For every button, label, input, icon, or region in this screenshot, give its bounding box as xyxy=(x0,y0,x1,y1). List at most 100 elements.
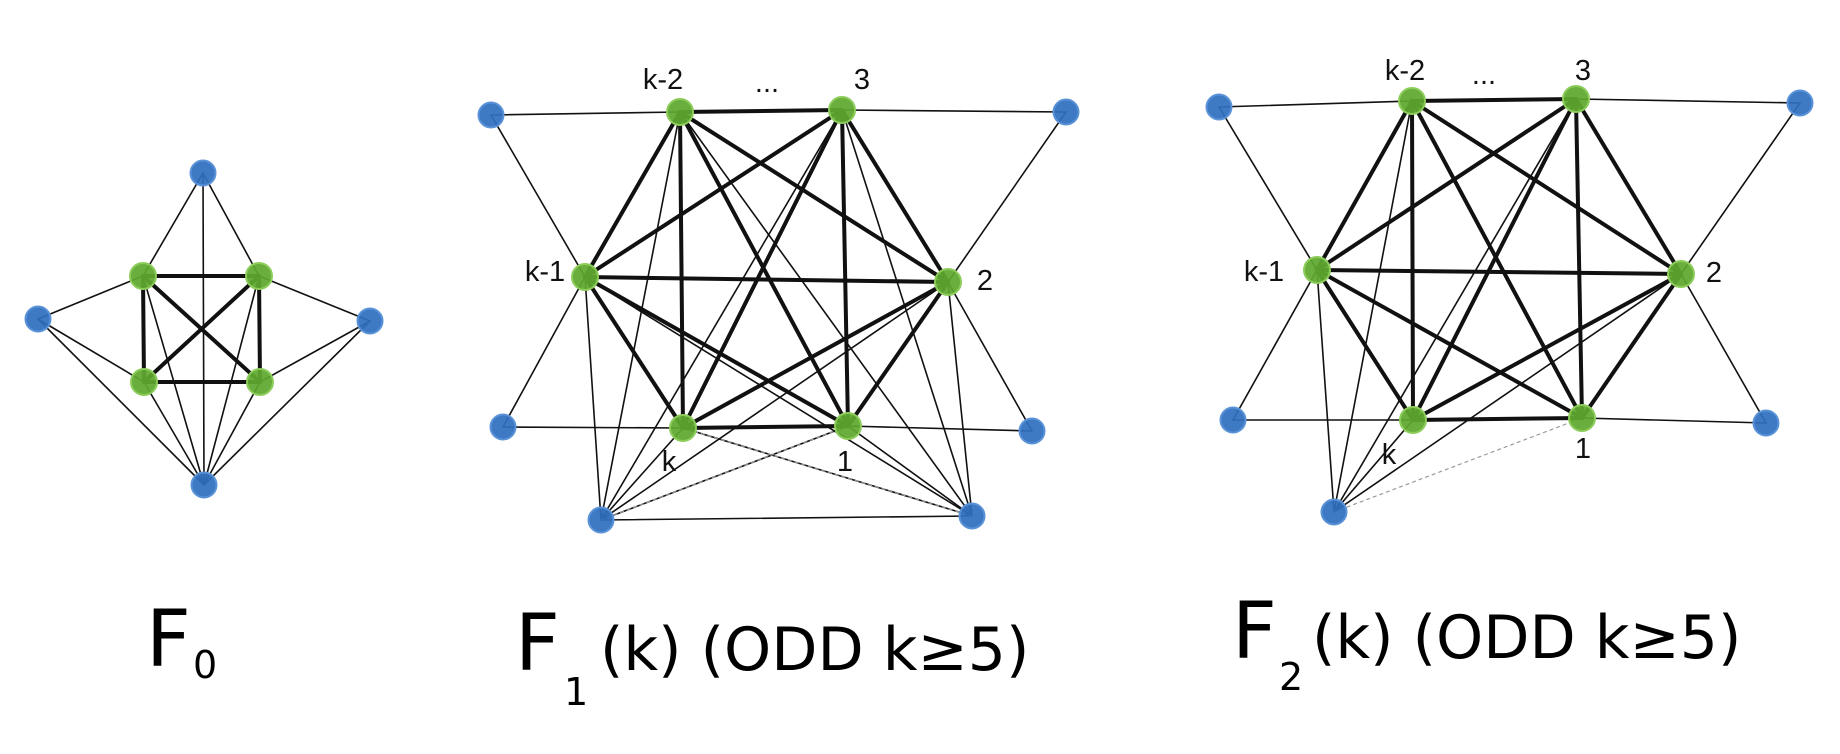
vertex-layer xyxy=(24,85,1814,534)
f1-thin-edge xyxy=(502,426,684,429)
f2-clique-edge xyxy=(1580,272,1683,420)
f2-thin-edge xyxy=(1680,273,1767,424)
f0-thin-edge xyxy=(37,318,145,383)
f0-outer-vertex xyxy=(189,159,217,187)
f1-thin-edge xyxy=(841,109,973,517)
f2-clique-edge xyxy=(1315,97,1578,272)
f1-dotted-edge xyxy=(600,425,849,521)
f1-clique-edge xyxy=(840,108,950,284)
f1-thin-edge xyxy=(947,111,1067,283)
f1-inner-vertex xyxy=(666,98,694,126)
f0-outer-vertex xyxy=(190,471,218,499)
f2-inner-vertex xyxy=(1398,87,1426,115)
f2-thin-edge xyxy=(1680,102,1801,275)
f2-label-k: k xyxy=(1382,439,1397,471)
f2-thin-edge xyxy=(1333,98,1577,513)
f1-clique-edge xyxy=(583,275,950,284)
f1-clique-edge xyxy=(678,110,685,430)
f1-inner-vertex xyxy=(934,268,962,296)
f0-inner-vertex xyxy=(129,262,157,290)
f1-ellipsis: ... xyxy=(755,67,779,99)
f2-ellipsis: ... xyxy=(1472,59,1496,91)
f1-thin-edge xyxy=(841,109,1067,113)
f2-label-3: 3 xyxy=(1575,55,1591,87)
f1-clique-edge xyxy=(678,108,844,114)
f1-clique-edge xyxy=(681,108,844,430)
f2-inner-vertex xyxy=(1562,85,1590,113)
f2-inner-vertex xyxy=(1303,256,1331,284)
f2-clique-edge xyxy=(1574,97,1683,276)
f0-clique-edge xyxy=(142,274,261,384)
f2-clique-edge xyxy=(1410,99,1415,422)
f0-caption-letter: F xyxy=(146,595,191,685)
f0-inner-vertex xyxy=(130,368,158,396)
f2-outer-vertex xyxy=(1786,89,1814,117)
f2-clique-edge xyxy=(1315,99,1414,272)
f2-label-2: 2 xyxy=(1706,257,1722,289)
f1-outer-vertex xyxy=(1052,98,1080,126)
f0-outer-vertex xyxy=(356,307,384,335)
f1-outer-vertex xyxy=(489,413,517,441)
f2-clique-edge xyxy=(1411,416,1584,422)
f2-outer-vertex xyxy=(1205,93,1233,121)
f1-thin-edge xyxy=(600,515,973,521)
f0-thin-edge xyxy=(143,381,205,486)
f1-thin-edge xyxy=(679,111,973,517)
f0-thin-edge xyxy=(259,320,371,383)
f2-outer-vertex xyxy=(1219,406,1247,434)
f2-dotted-edge xyxy=(1333,417,1583,513)
f2-inner-vertex xyxy=(1568,404,1596,432)
f2-thin-edge xyxy=(1575,98,1801,104)
f1-clique-edge xyxy=(678,110,950,284)
f2-clique-edge xyxy=(1315,268,1683,276)
f1-dotted-edge xyxy=(682,427,973,517)
f2-thin-edge xyxy=(1232,269,1318,421)
f2-clique-edge xyxy=(1574,97,1584,420)
f2-inner-vertex xyxy=(1667,260,1695,288)
f1-clique-edge xyxy=(681,280,950,430)
edge-layer xyxy=(37,97,1801,521)
f2-label-1: 1 xyxy=(1575,433,1591,465)
f2-thin-edge xyxy=(1333,273,1682,513)
f2-caption-text: (k) (ODD k≥5) xyxy=(1312,603,1741,673)
f1-inner-vertex xyxy=(571,263,599,291)
f1-label-k: k xyxy=(662,446,677,478)
f1-thin-edge xyxy=(584,276,602,521)
f0-thin-edge xyxy=(203,320,371,486)
f1-label-1: 1 xyxy=(837,446,853,478)
f1-outer-vertex xyxy=(958,502,986,530)
f0-thin-edge xyxy=(37,275,144,320)
f1-clique-edge xyxy=(846,280,950,428)
f2-clique-edge xyxy=(1411,97,1578,422)
f0-caption-subscript: 0 xyxy=(193,643,217,687)
f2-clique-edge xyxy=(1410,97,1578,103)
f0-thin-edge xyxy=(37,318,205,486)
f0-outer-vertex xyxy=(24,305,52,333)
f2-thin-edge xyxy=(1333,419,1414,513)
f2-clique-edge xyxy=(1410,99,1584,420)
f1-label-2: 2 xyxy=(977,265,993,297)
f1-thin-edge xyxy=(600,281,949,521)
f1-thin-edge xyxy=(502,276,586,428)
f2-thin-edge xyxy=(1218,100,1413,108)
f1-inner-vertex xyxy=(834,412,862,440)
f1-clique-edge xyxy=(583,275,850,428)
f1-thin-edge xyxy=(490,111,681,116)
f2-label-k-1: k-1 xyxy=(1244,256,1284,288)
f1-inner-vertex xyxy=(669,414,697,442)
f2-clique-edge xyxy=(1315,268,1415,422)
f0-thin-edge xyxy=(202,172,260,277)
f1-caption-letter: F xyxy=(515,599,560,689)
f1-caption-subscript: 1 xyxy=(564,670,588,714)
f0-thin-edge xyxy=(142,172,204,277)
f0-clique-edge xyxy=(257,274,262,384)
f0-thin-edge xyxy=(203,381,261,486)
f1-thin-edge xyxy=(490,114,586,278)
f1-thin-edge xyxy=(584,276,973,517)
f1-clique-edge xyxy=(583,275,685,430)
f1-outer-vertex xyxy=(1018,417,1046,445)
f1-inner-vertex xyxy=(828,96,856,124)
f1-outer-vertex xyxy=(587,506,615,534)
f2-thin-edge xyxy=(1316,269,1335,513)
